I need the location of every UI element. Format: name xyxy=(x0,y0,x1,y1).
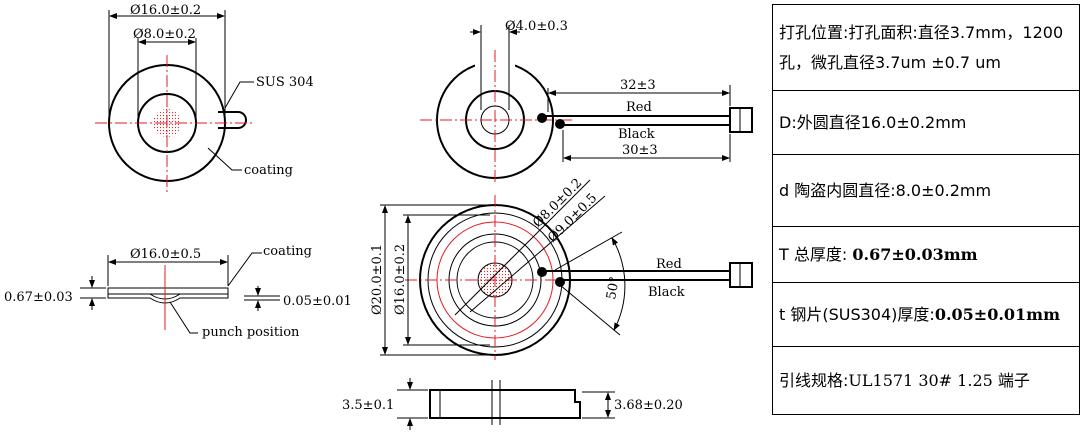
spec-cell: d 陶盗内圆直径:8.0±0.2mm xyxy=(772,154,1080,227)
spec-cell: D:外圆直径16.0±0.2mm xyxy=(772,90,1080,155)
spec-cell: t 钢片(SUS304)厚度:0.05±0.01mm xyxy=(772,282,1080,347)
spec-row: d 陶盗内圆直径:8.0±0.2mm xyxy=(772,154,1080,227)
housing-d4-label: Ø16.0±0.2 xyxy=(393,244,408,315)
black-length-label: 30±3 xyxy=(622,143,658,158)
hole-dia-label: Ø4.0±0.3 xyxy=(505,19,568,34)
spec-row: T 总厚度: 0.67±0.03mm xyxy=(772,226,1080,283)
h2-label: 3.68±0.20 xyxy=(614,398,683,413)
spec-cell: 引线规格:UL1571 30# 1.25 端子 xyxy=(772,346,1080,415)
plate-label: 0.05±0.01 xyxy=(283,294,352,309)
spec-row: 引线规格:UL1571 30# 1.25 端子 xyxy=(772,346,1080,415)
housing-view: Ø8.0±0.2 Ø9.0±0.5 Ø20.0±0.1 Ø16.0±0.2 Re… xyxy=(342,176,753,430)
punch-label: punch position xyxy=(202,325,300,340)
side-coating-label: coating xyxy=(263,244,312,259)
wired-red-label: Red xyxy=(626,100,652,115)
side-dia-label: Ø16.0±0.5 xyxy=(130,247,201,262)
spec-row: D:外圆直径16.0±0.2mm xyxy=(772,90,1080,155)
wired-view: Ø4.0±0.3 32±3 30±3 Red Black xyxy=(420,19,753,185)
housing-d3-label: Ø20.0±0.1 xyxy=(370,244,385,315)
spec-row: t 钢片(SUS304)厚度:0.05±0.01mm xyxy=(772,282,1080,347)
spec-cell: T 总厚度: 0.67±0.03mm xyxy=(772,226,1080,283)
red-length-label: 32±3 xyxy=(620,78,656,93)
spec-row: 打孔位置:打孔面积:直径3.7mm，1200孔，微孔直径3.7um ±0.7 u… xyxy=(772,4,1080,91)
side-view: Ø16.0±0.5 coating 0.67±0.03 0.05±0.01 pu… xyxy=(4,244,352,340)
technical-drawing: Ø16.0±0.2 Ø8.0±0.2 SUS 304 coating Ø16.0… xyxy=(4,3,753,430)
h1-label: 3.5±0.1 xyxy=(342,398,394,413)
material-label: SUS 304 xyxy=(256,75,314,90)
spec-cell: 打孔位置:打孔面积:直径3.7mm，1200孔，微孔直径3.7um ±0.7 u… xyxy=(772,4,1080,91)
housing-red-label: Red xyxy=(656,257,682,272)
top-outer-dia-label: Ø16.0±0.2 xyxy=(130,3,201,18)
thickness-label: 0.67±0.03 xyxy=(4,290,73,305)
wired-black-label: Black xyxy=(618,127,655,142)
top-coating-label: coating xyxy=(244,163,293,178)
top-inner-dia-label: Ø8.0±0.2 xyxy=(133,27,196,42)
angle-label: 50° xyxy=(604,275,623,300)
spec-table: 打孔位置:打孔面积:直径3.7mm，1200孔，微孔直径3.7um ±0.7 u… xyxy=(772,4,1080,415)
top-view: Ø16.0±0.2 Ø8.0±0.2 SUS 304 coating xyxy=(95,3,314,195)
housing-black-label: Black xyxy=(648,285,685,300)
